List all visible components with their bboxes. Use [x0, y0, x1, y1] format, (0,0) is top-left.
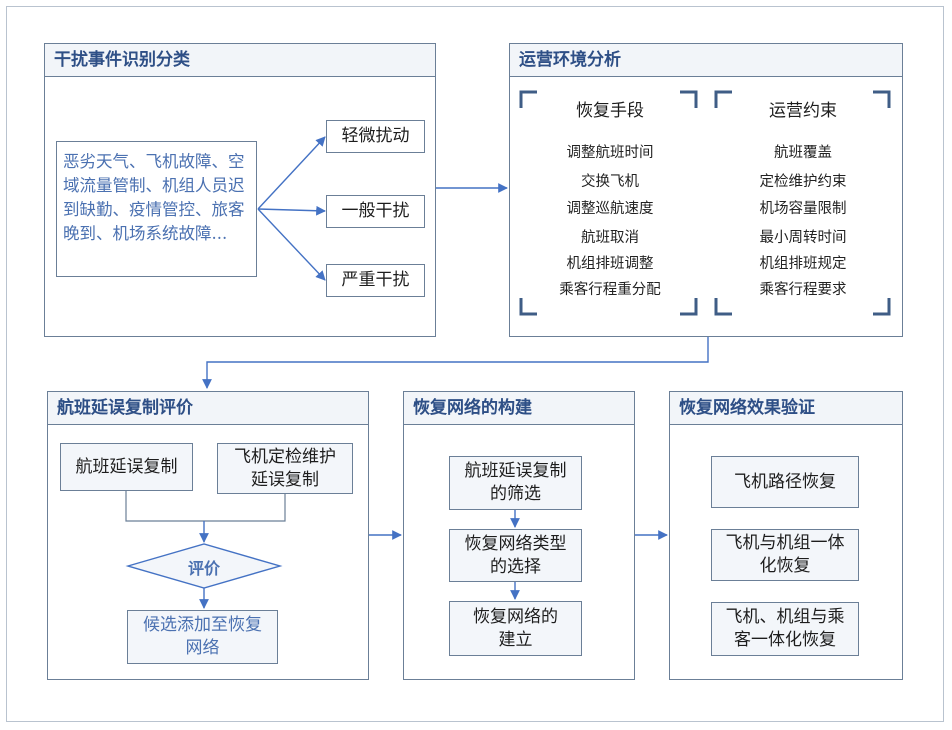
- bracket-left-tl: [519, 90, 537, 108]
- constraint-item: 机场容量限制: [759, 201, 847, 217]
- recovery-means-item: 调整巡航速度: [566, 201, 654, 217]
- box-line: 恢复网络类型: [464, 533, 567, 554]
- panel-operating-environment: 运营环境分析: [509, 43, 903, 337]
- bracket-right-tl: [714, 90, 732, 108]
- recovery-means-title: 恢复手段: [576, 101, 644, 121]
- arrow-to-minor: [257, 136, 326, 210]
- box-line: 延误复制: [251, 469, 319, 490]
- evaluate-diamond: [125, 543, 283, 589]
- flight-delay-copy-box: 航班延误复制: [60, 443, 193, 491]
- recovery-means-item: 机组排班调整: [566, 256, 654, 272]
- box-line: 飞机路径恢复: [734, 471, 836, 492]
- merge-line: [125, 491, 286, 522]
- bracket-right-tr: [873, 90, 891, 108]
- constraint-item: 最小周转时间: [759, 230, 847, 246]
- bracket-left-tr: [680, 90, 698, 108]
- validation-aircraft-crew-passenger: 飞机、机组与乘 客一体化恢复: [711, 602, 859, 656]
- add-candidate-box: 候选添加至恢复 网络: [127, 610, 278, 664]
- box-line: 化恢复: [759, 556, 811, 576]
- box-line: 候选添加至恢复: [143, 615, 262, 635]
- panel-title: 运营环境分析: [510, 44, 902, 77]
- box-line: 飞机与机组一体: [725, 533, 845, 553]
- constraint-item: 机组排班规定: [759, 256, 847, 272]
- maintenance-delay-copy-box: 飞机定检维护 延误复制: [217, 443, 353, 494]
- panel-title: 恢复网络的构建: [404, 392, 634, 425]
- network-step-build: 恢复网络的 建立: [449, 601, 582, 656]
- recovery-means-item: 交换飞机: [581, 174, 639, 190]
- recovery-means-item: 调整航班时间: [566, 145, 654, 161]
- level-general: 一般干扰: [326, 195, 425, 228]
- box-line: 飞机、机组与乘: [725, 607, 845, 627]
- box-line: 恢复网络的: [473, 606, 558, 627]
- level-minor: 轻微扰动: [326, 120, 425, 153]
- disruption-event-list: 恶劣天气、飞机故障、空域流量管制、机组人员迟到缺勤、疫情管控、旅客晚到、机场系统…: [56, 141, 257, 277]
- constraint-item: 航班覆盖: [774, 145, 832, 161]
- bracket-left-bl: [519, 298, 537, 316]
- level-severe: 严重干扰: [326, 264, 425, 297]
- panel-title: 恢复网络效果验证: [670, 392, 902, 425]
- figure-frame: [6, 6, 944, 722]
- box-line: 航班延误复制: [464, 461, 567, 481]
- network-step-filter: 航班延误复制 的筛选: [449, 456, 582, 510]
- arrow-panel2-to-panel3: [202, 337, 709, 389]
- panel-title: 航班延误复制评价: [48, 392, 368, 425]
- bracket-left-br: [680, 298, 698, 316]
- bracket-right-br: [873, 298, 891, 316]
- operating-constraints-title: 运营约束: [769, 101, 837, 121]
- recovery-means-item: 航班取消: [581, 230, 639, 246]
- arrow-to-general: [257, 205, 326, 216]
- panel-title: 干扰事件识别分类: [45, 44, 435, 77]
- box-line: 的选择: [490, 556, 541, 577]
- bracket-right-bl: [714, 298, 732, 316]
- validation-aircraft-crew: 飞机与机组一体 化恢复: [711, 529, 859, 581]
- evaluate-decision-text: 评价: [187, 559, 220, 578]
- box-line: 飞机定检维护: [234, 446, 336, 467]
- box-line: 的筛选: [490, 484, 541, 504]
- box-line: 网络: [185, 638, 220, 658]
- network-step-type: 恢复网络类型 的选择: [449, 529, 582, 582]
- validation-aircraft: 飞机路径恢复: [711, 456, 859, 508]
- box-line: 客一体化恢复: [734, 630, 836, 650]
- recovery-means-item: 乘客行程重分配: [559, 282, 661, 298]
- constraint-item: 乘客行程要求: [759, 282, 847, 298]
- constraint-item: 定检维护约束: [759, 174, 847, 190]
- box-line: 建立: [498, 629, 533, 650]
- arrow-to-severe: [257, 208, 326, 281]
